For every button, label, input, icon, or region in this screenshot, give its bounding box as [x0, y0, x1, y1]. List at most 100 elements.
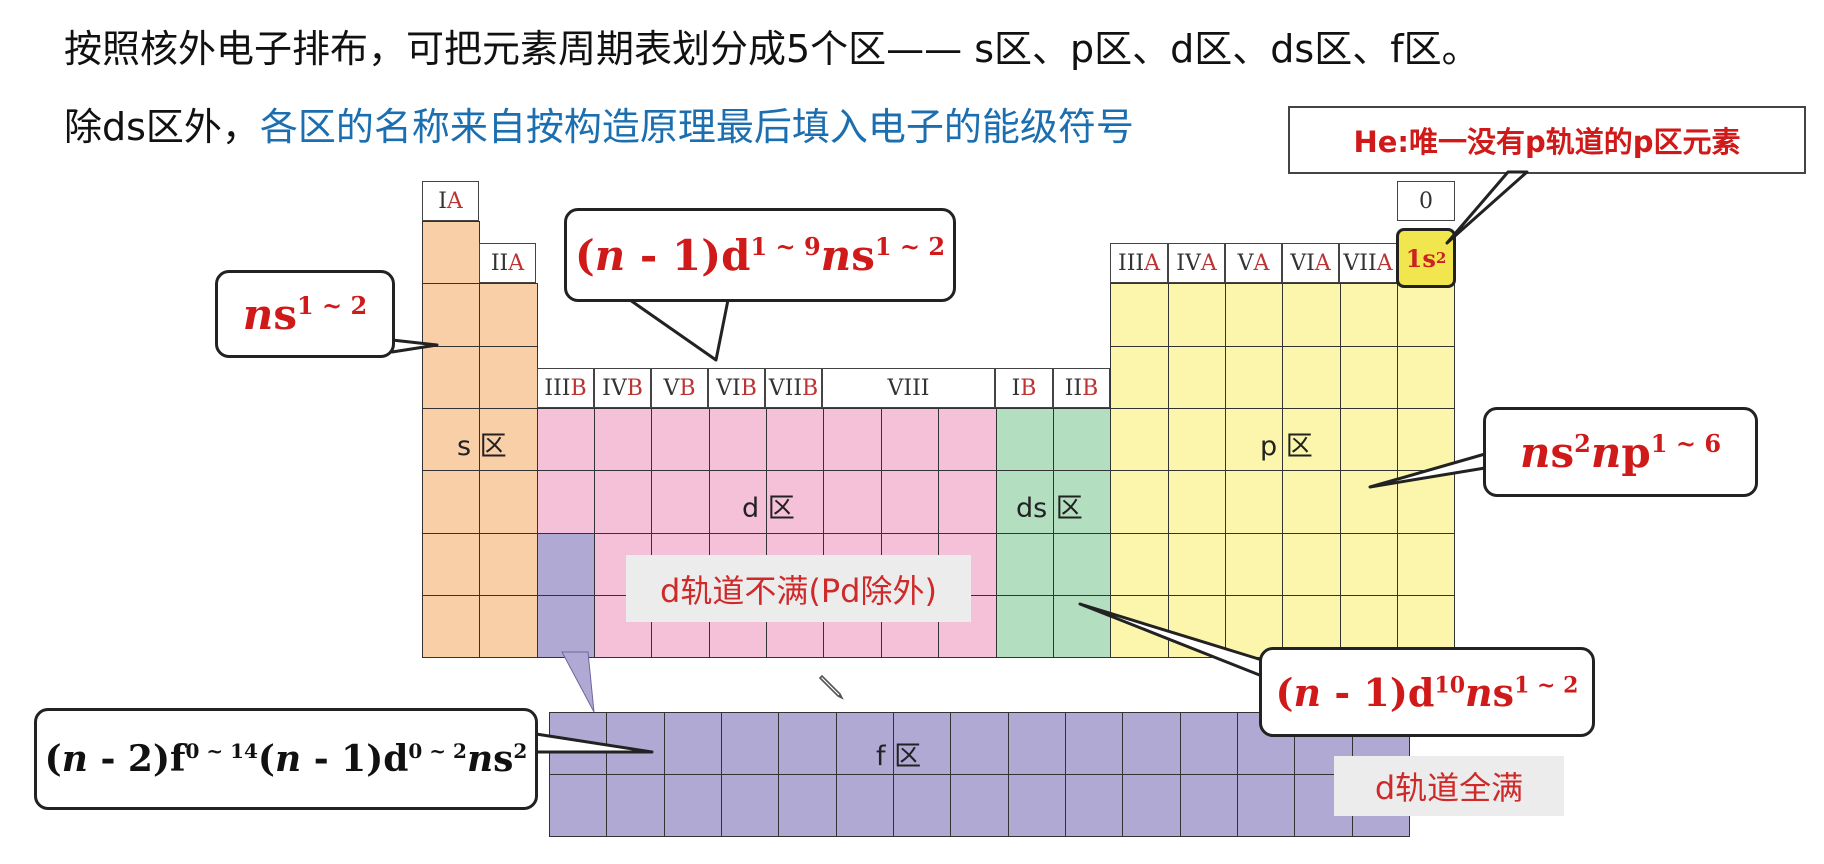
p-block-callout: ns2np1 ~ 6	[1483, 407, 1758, 497]
element-cell-p	[1397, 283, 1455, 347]
element-cell-s	[479, 470, 538, 534]
element-cell-d	[881, 470, 939, 534]
p-block-label: p 区	[1260, 431, 1313, 462]
element-cell-f	[1008, 774, 1066, 837]
heading-line-2: 除ds区外，各区的名称来自按构造原理最后填入电子的能级符号	[64, 96, 1134, 151]
element-cell-d	[823, 470, 882, 534]
element-cell-f	[778, 712, 837, 775]
element-cell-d	[594, 408, 652, 471]
header-group-8: VIII	[822, 368, 995, 408]
element-cell-f	[1180, 712, 1238, 775]
ds-block-label: ds 区	[1016, 493, 1083, 524]
element-cell-f	[721, 712, 779, 775]
element-cell-p	[1110, 595, 1169, 658]
element-cell-f	[606, 774, 665, 837]
element-cell-p	[1110, 533, 1169, 596]
element-cell-p	[1397, 470, 1455, 534]
element-cell-d	[766, 408, 824, 471]
element-cell-p	[1397, 533, 1455, 596]
element-cell-p	[1282, 346, 1341, 409]
element-cell-f	[893, 774, 951, 837]
s-block-callout: ns1 ~ 2	[215, 270, 395, 358]
element-cell-p	[1397, 346, 1455, 409]
element-cell-d	[938, 408, 997, 471]
element-cell-f	[664, 712, 722, 775]
element-cell-f	[950, 774, 1009, 837]
element-cell-s	[422, 533, 480, 596]
element-cell-f	[1065, 712, 1123, 775]
element-cell-ds	[996, 408, 1054, 471]
element-cell-s	[422, 221, 480, 284]
element-cell-ds	[1053, 533, 1111, 596]
pencil-cursor-icon	[816, 672, 846, 706]
element-cell-p	[1340, 283, 1398, 347]
element-cell-f	[1122, 774, 1181, 837]
element-cell-f	[537, 595, 595, 658]
d-callout-pointer	[628, 298, 730, 362]
element-cell-d	[537, 408, 595, 471]
element-cell-ds	[996, 595, 1054, 658]
element-cell-s	[422, 595, 480, 658]
element-cell-f	[836, 774, 894, 837]
f-block-label: f 区	[876, 741, 922, 772]
element-cell-p	[1282, 283, 1341, 347]
element-cell-f	[721, 774, 779, 837]
element-cell-f	[549, 774, 607, 837]
element-cell-s	[479, 408, 538, 471]
element-cell-d	[823, 408, 882, 471]
f-block-callout: (n - 2)f0 ~ 14(n - 1)d0 ~ 2ns2	[34, 708, 538, 810]
element-cell-f	[537, 533, 595, 596]
element-cell-s	[479, 533, 538, 596]
element-cell-d	[938, 470, 997, 534]
element-cell-f	[778, 774, 837, 837]
element-cell-p	[1340, 346, 1398, 409]
element-cell-p	[1110, 346, 1169, 409]
element-cell-p	[1282, 470, 1341, 534]
element-cell-p	[1225, 283, 1283, 347]
element-cell-ds	[1053, 595, 1111, 658]
header-group-0: 0	[1397, 181, 1455, 221]
element-cell-d	[651, 408, 710, 471]
element-cell-p	[1225, 470, 1283, 534]
element-cell-p	[1282, 408, 1341, 471]
element-cell-p	[1397, 408, 1455, 471]
element-cell-f	[549, 712, 607, 775]
element-cell-f	[1237, 774, 1295, 837]
d-full-note: d轨道全满	[1334, 756, 1564, 816]
element-cell-d	[709, 408, 767, 471]
element-cell-p	[1225, 408, 1283, 471]
element-cell-p	[1225, 346, 1283, 409]
element-cell-d	[881, 408, 939, 471]
element-cell-f	[893, 712, 951, 775]
element-cell-s	[479, 595, 538, 658]
helium-note: He:唯一没有p轨道的p区元素	[1288, 106, 1806, 174]
element-cell-p	[1168, 533, 1226, 596]
element-cell-p	[1168, 346, 1226, 409]
d-block-callout: (n - 1)d1 ~ 9ns1 ~ 2	[564, 208, 956, 302]
d-unfilled-note: d轨道不满(Pd除外)	[626, 555, 971, 622]
element-cell-ds	[996, 470, 1054, 534]
element-cell-d	[537, 470, 595, 534]
element-cell-f	[1122, 712, 1181, 775]
element-cell-f	[950, 712, 1009, 775]
element-cell-s	[422, 346, 480, 409]
element-cell-p	[1110, 408, 1169, 471]
element-cell-f	[1180, 774, 1238, 837]
f-block-pointer	[561, 651, 595, 713]
helium-note-pointer	[1445, 170, 1529, 245]
heading-line-2-prefix: 除ds区外，	[64, 105, 260, 149]
element-cell-f	[1065, 774, 1123, 837]
element-cell-f	[1008, 712, 1066, 775]
element-cell-s	[479, 346, 538, 409]
element-cell-f	[836, 712, 894, 775]
